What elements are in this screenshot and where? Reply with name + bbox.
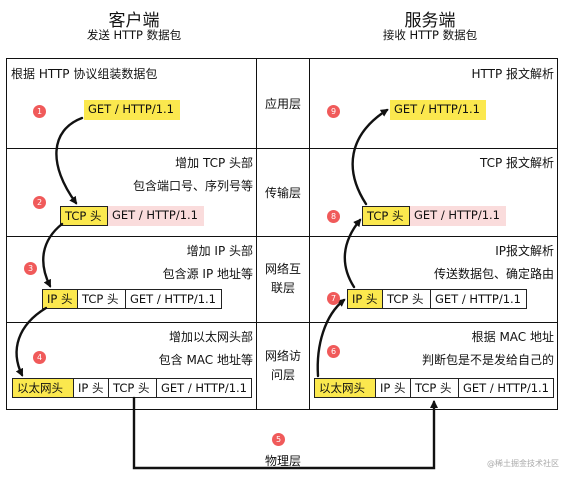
client-desc-application: 根据 HTTP 协议组装数据包 xyxy=(11,67,158,81)
layer-transport: 传输层 xyxy=(264,186,301,200)
step-badge-8: 8 xyxy=(327,210,340,223)
arrow-step-8 xyxy=(351,108,389,206)
client-app-http-payload: GET / HTTP/1.1 xyxy=(84,100,180,120)
layer-application: 应用层 xyxy=(264,97,301,111)
step-badge-9: 9 xyxy=(327,105,340,118)
table-border-left xyxy=(6,58,7,410)
server-desc-network-1: IP报文解析 xyxy=(495,244,554,258)
server-link-http-payload: GET / HTTP/1.1 xyxy=(458,378,554,398)
arrow-step-2 xyxy=(42,222,64,288)
layer-network: 网络互 联层 xyxy=(257,260,309,298)
server-network-tcp-header: TCP 头 xyxy=(382,289,431,309)
table-divider xyxy=(6,322,557,323)
server-desc-link-2: 判断包是不是发给自己的 xyxy=(421,353,554,367)
step-badge-2: 2 xyxy=(33,196,46,209)
arrow-step-7 xyxy=(343,218,362,289)
client-desc-link-2: 包含 MAC 地址等 xyxy=(158,353,253,367)
client-subtitle: 发送 HTTP 数据包 xyxy=(86,28,182,42)
table-column-divider xyxy=(309,58,310,410)
client-network-ip-header: IP 头 xyxy=(42,289,78,309)
watermark: @稀土掘金技术社区 xyxy=(487,459,559,468)
client-transport-http-payload: GET / HTTP/1.1 xyxy=(108,206,204,226)
client-title: 客户端 xyxy=(108,11,160,31)
client-transport-tcp-header: TCP 头 xyxy=(60,206,108,226)
table-divider xyxy=(6,148,557,149)
client-link-tcp-header: TCP 头 xyxy=(108,378,157,398)
layer-network-line1: 网络互 xyxy=(264,262,301,276)
step-badge-4: 4 xyxy=(33,351,46,364)
server-desc-application: HTTP 报文解析 xyxy=(471,67,554,81)
table-border-bottom xyxy=(6,409,557,410)
server-subtitle: 接收 HTTP 数据包 xyxy=(382,28,478,42)
server-link-eth-header: 以太网头 xyxy=(314,378,376,398)
arrow-step-3 xyxy=(15,306,48,377)
layer-link: 网络访 问层 xyxy=(257,347,309,385)
layer-network-line2: 联层 xyxy=(270,281,295,295)
server-transport-http-payload: GET / HTTP/1.1 xyxy=(410,206,506,226)
server-desc-network-2: 传送数据包、确定路由 xyxy=(433,267,554,281)
client-link-http-payload: GET / HTTP/1.1 xyxy=(156,378,252,398)
client-network-http-payload: GET / HTTP/1.1 xyxy=(125,289,222,309)
layer-link-line1: 网络访 xyxy=(264,349,301,363)
client-desc-network-1: 增加 IP 头部 xyxy=(186,244,253,258)
server-desc-link-1: 根据 MAC 地址 xyxy=(471,330,554,344)
server-app-http-payload: GET / HTTP/1.1 xyxy=(390,100,486,120)
table-divider xyxy=(6,236,557,237)
client-link-eth-header: 以太网头 xyxy=(12,378,74,398)
client-desc-transport-1: 增加 TCP 头部 xyxy=(175,156,253,170)
client-desc-transport-2: 包含端口号、序列号等 xyxy=(132,179,253,193)
layer-physical: 物理层 xyxy=(264,454,301,468)
layer-link-line2: 问层 xyxy=(270,368,295,382)
server-network-http-payload: GET / HTTP/1.1 xyxy=(430,289,527,309)
server-transport-tcp-header: TCP 头 xyxy=(362,206,410,226)
server-desc-transport: TCP 报文解析 xyxy=(479,156,554,170)
arrow-step-5 xyxy=(132,396,438,470)
client-link-ip-header: IP 头 xyxy=(73,378,109,398)
step-badge-1: 1 xyxy=(33,105,46,118)
server-title: 服务端 xyxy=(404,11,456,31)
server-link-tcp-header: TCP 头 xyxy=(410,378,459,398)
arrow-step-6 xyxy=(316,298,346,378)
client-desc-link-1: 增加以太网头部 xyxy=(168,330,253,344)
client-desc-network-2: 包含源 IP 地址等 xyxy=(162,267,253,281)
table-border-top xyxy=(6,58,557,59)
step-badge-7: 7 xyxy=(327,292,340,305)
step-badge-5: 5 xyxy=(272,433,285,446)
table-border-right xyxy=(557,58,558,410)
arrow-step-1 xyxy=(55,116,84,205)
step-badge-3: 3 xyxy=(24,262,37,275)
table-column-divider xyxy=(256,58,257,410)
step-badge-6: 6 xyxy=(327,345,340,358)
